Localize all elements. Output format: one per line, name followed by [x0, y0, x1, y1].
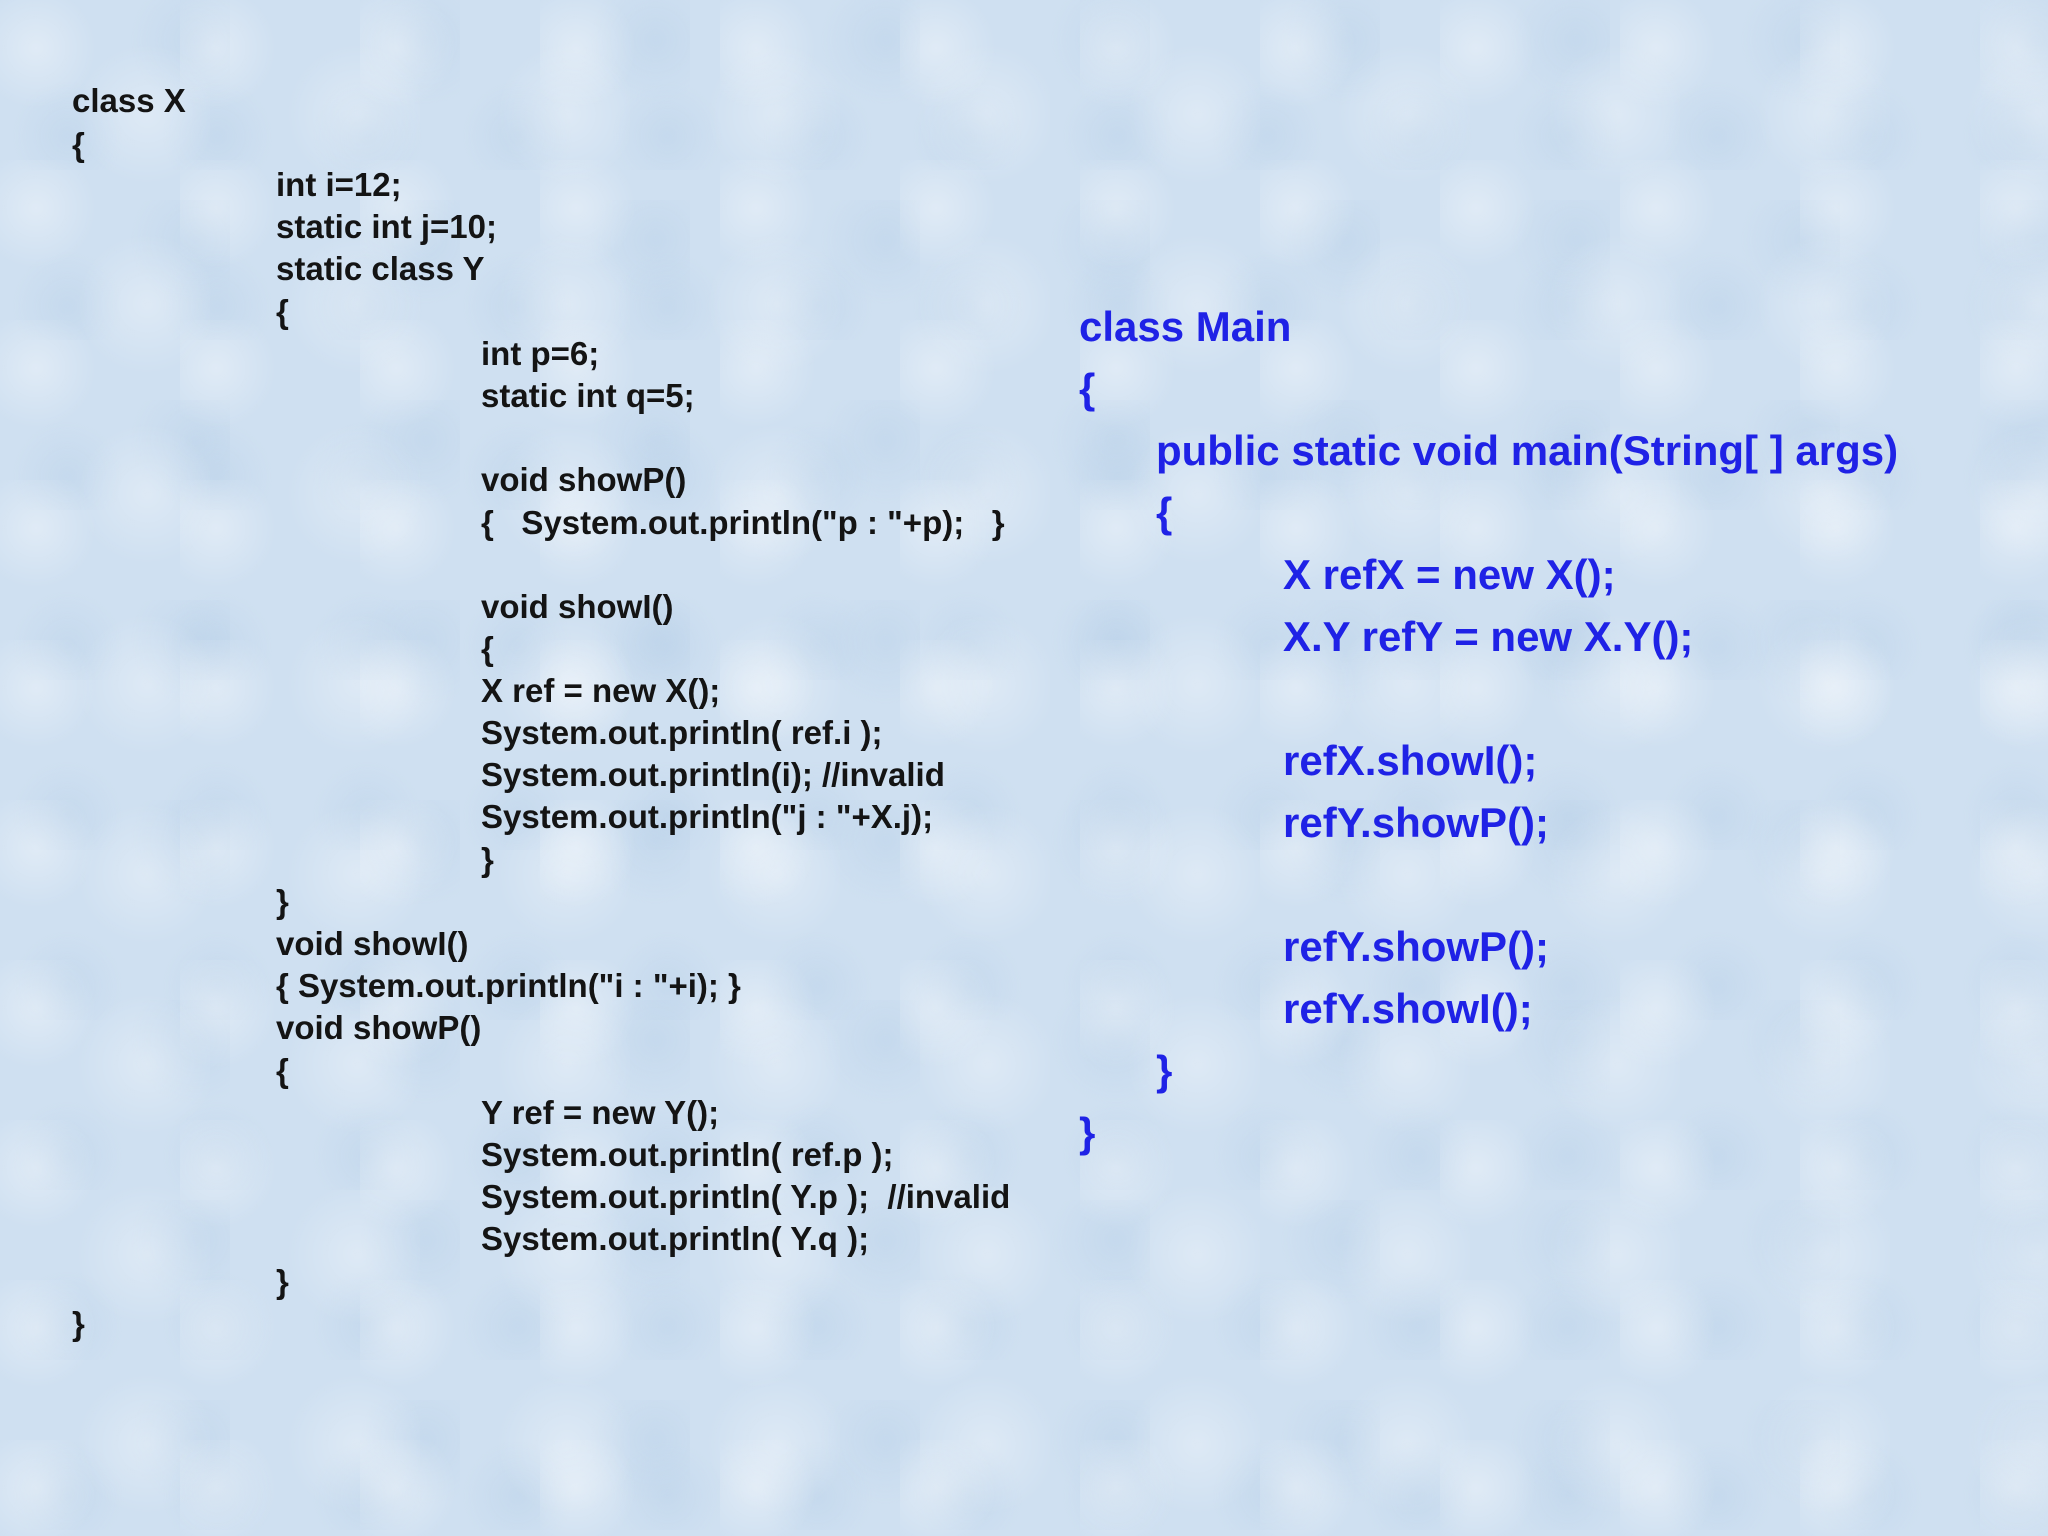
code-line: refY.showP(); — [1283, 799, 1550, 846]
code-line: { — [276, 293, 289, 330]
code-line: refX.showI(); — [1283, 737, 1538, 784]
code-line: } — [276, 1263, 289, 1300]
code-line: System.out.println( Y.q ); — [481, 1220, 870, 1257]
code-line: { — [1156, 489, 1173, 536]
code-line: static int j=10; — [276, 208, 497, 245]
code-line: } — [1156, 1047, 1173, 1094]
code-line: { — [1079, 365, 1096, 412]
code-line: X ref = new X(); — [481, 672, 721, 709]
code-line: X.Y refY = new X.Y(); — [1283, 613, 1694, 660]
code-line: } — [1079, 1109, 1096, 1156]
code-line: void showI() — [276, 925, 469, 962]
code-line: Y ref = new Y(); — [481, 1094, 720, 1131]
code-line: System.out.println( ref.p ); — [481, 1136, 894, 1173]
code-line: } — [276, 883, 289, 920]
code-line: System.out.println(i); //invalid — [481, 756, 945, 793]
code-line: System.out.println( Y.p ); //invalid — [481, 1178, 1011, 1215]
code-line: public static void main(String[ ] args) — [1156, 427, 1899, 474]
code-line: { System.out.println("i : "+i); } — [276, 967, 741, 1004]
code-line: } — [72, 1305, 85, 1342]
code-line: X refX = new X(); — [1283, 551, 1616, 598]
code-line: int p=6; — [481, 335, 600, 372]
code-line: class X — [72, 82, 186, 119]
code-line: class Main — [1079, 303, 1292, 350]
code-line: static class Y — [276, 250, 485, 287]
code-line: void showP() — [481, 461, 687, 498]
code-line: { — [481, 630, 494, 667]
code-line: System.out.println( ref.i ); — [481, 714, 883, 751]
code-line: void showP() — [276, 1009, 482, 1046]
code-line: } — [481, 841, 494, 878]
code-line: { System.out.println("p : "+p); } — [481, 504, 1005, 541]
code-line: static int q=5; — [481, 377, 695, 414]
code-line: System.out.println("j : "+X.j); — [481, 798, 934, 835]
code-line: { — [276, 1052, 289, 1089]
code-line: int i=12; — [276, 166, 402, 203]
code-line: refY.showP(); — [1283, 923, 1550, 970]
code-line: void showI() — [481, 588, 674, 625]
code-line: refY.showI(); — [1283, 985, 1533, 1032]
code-line: { — [72, 126, 85, 163]
